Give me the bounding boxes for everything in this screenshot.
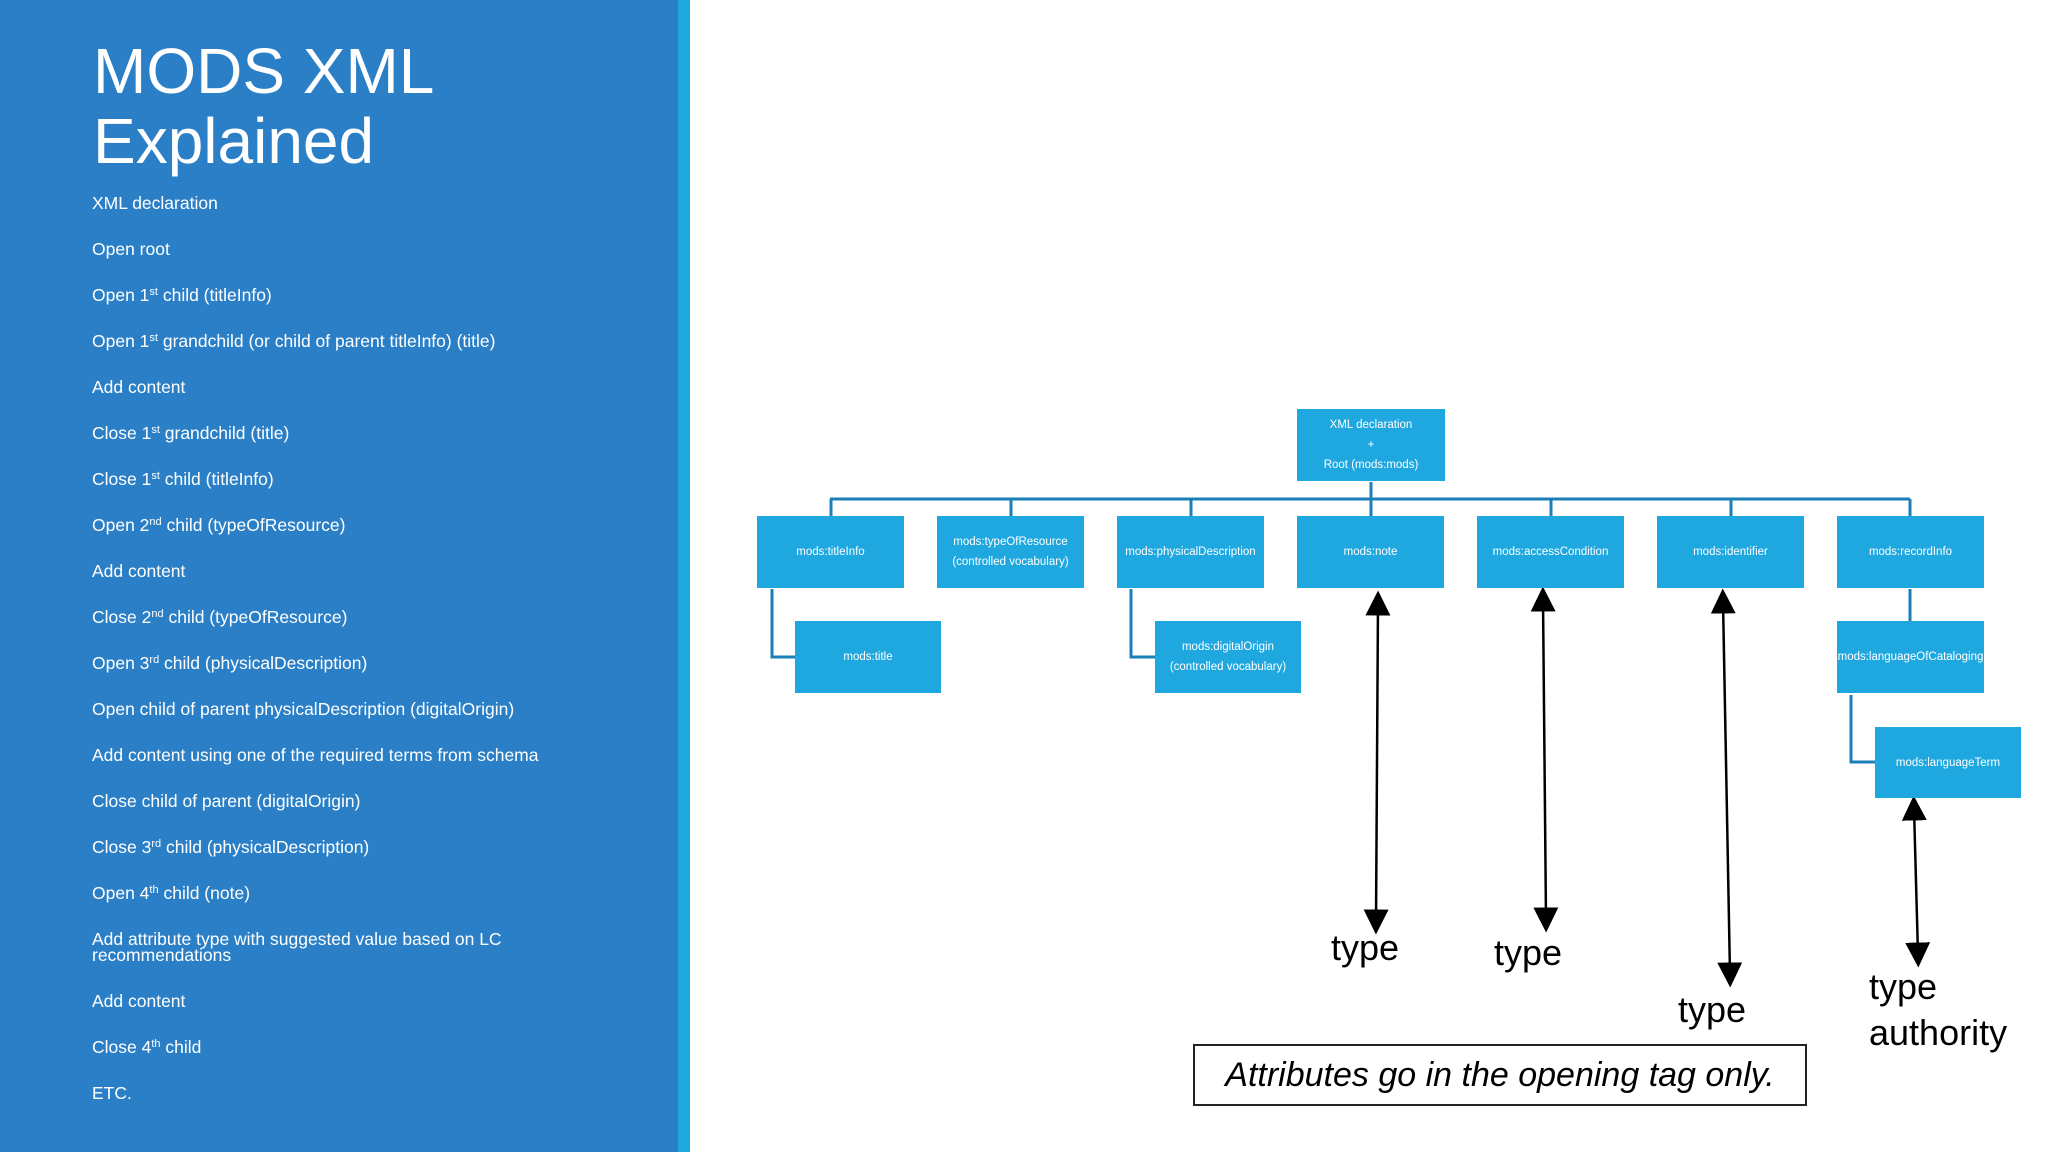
title-line-1: MODS XML [93, 35, 435, 107]
accesscondition-attribute-label: type [1494, 932, 1563, 973]
step-item: Add content [92, 561, 186, 581]
node-title: mods:title [795, 621, 941, 693]
node-physicaldescription: mods:physicalDescription [1117, 516, 1264, 588]
step-item: Open root [92, 239, 170, 259]
node-accesscondition: mods:accessCondition [1477, 516, 1624, 588]
slide-title: MODS XML Explained [93, 36, 653, 176]
step-item: Add content [92, 991, 186, 1011]
step-item: ETC. [92, 1083, 132, 1103]
node-languageofcataloging: mods:languageOfCataloging [1837, 621, 1984, 693]
node-typeofresource: mods:typeOfResource (controlled vocabula… [937, 516, 1084, 588]
title-line-2: Explained [93, 105, 375, 177]
step-item: Close 2nd child (typeOfResource) [92, 607, 348, 627]
step-item: Close child of parent (digitalOrigin) [92, 791, 361, 811]
node-digitalorigin: mods:digitalOrigin (controlled vocabular… [1155, 621, 1301, 693]
accent-stripe [678, 0, 690, 1152]
step-item: Open child of parent physicalDescription… [92, 699, 515, 719]
languageterm-attribute-label: type [1869, 966, 1938, 1007]
step-item: Open 4th child (note) [92, 883, 251, 903]
node-languageterm: mods:languageTerm [1875, 727, 2021, 798]
note-attribute-label: type [1331, 927, 1400, 968]
step-item: Open 3rd child (physicalDescription) [92, 653, 368, 673]
step-item: XML declaration [92, 193, 218, 213]
node-titleinfo: mods:titleInfo [757, 516, 904, 588]
step-item: Close 4th child [92, 1037, 202, 1057]
accesscondition-type-arrow [1530, 586, 1559, 933]
node-identifier: mods:identifier [1657, 516, 1804, 588]
step-item: Close 1st grandchild (title) [92, 423, 290, 443]
node-recordinfo: mods:recordInfo [1837, 516, 1984, 588]
step-item: Open 1st child (titleInfo) [92, 285, 272, 305]
identifier-attribute-label: type [1678, 989, 1747, 1030]
node-note: mods:note [1297, 516, 1444, 588]
attributes-callout: Attributes go in the opening tag only. [1193, 1044, 1807, 1106]
step-item: Add content using one of the required te… [92, 745, 539, 765]
sidebar-panel [0, 0, 678, 1152]
step-item: Add attribute type with suggested value … [92, 929, 502, 965]
step-item: Close 1st child (titleInfo) [92, 469, 274, 489]
step-item: Add content [92, 377, 186, 397]
digitalorigin-elbow-line [1129, 589, 1155, 659]
languageterm-authority-label: authority [1869, 1012, 2008, 1053]
languageterm-attribute-arrow [1901, 795, 1931, 968]
title-elbow-line [770, 589, 795, 659]
note-type-arrow [1363, 590, 1391, 935]
step-item: Open 2nd child (typeOfResource) [92, 515, 346, 535]
node-root: XML declaration + Root (mods:mods) [1297, 409, 1445, 481]
step-item: Close 3rd child (physicalDescription) [92, 837, 370, 857]
languageterm-elbow-line [1849, 695, 1875, 764]
step-item: Open 1st grandchild (or child of parent … [92, 331, 496, 351]
identifier-type-arrow [1710, 588, 1743, 988]
